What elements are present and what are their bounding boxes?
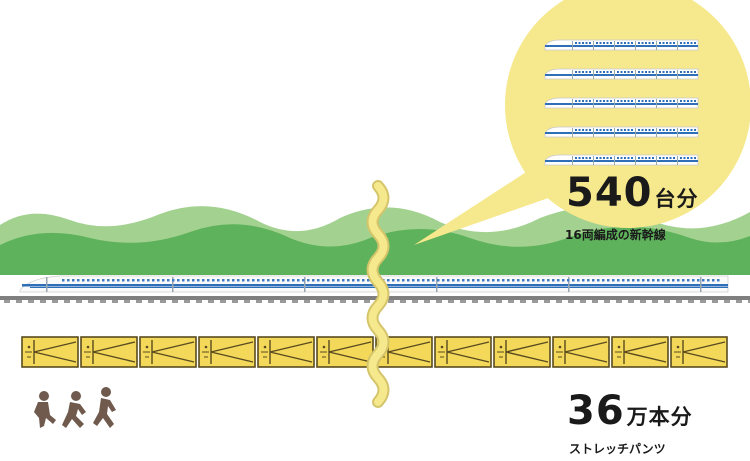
- folded-pants-icon: [198, 336, 256, 368]
- train-count-unit: 台分: [654, 187, 699, 211]
- mini-train-icon: [544, 126, 699, 138]
- train-count: 540台分: [566, 170, 699, 216]
- folded-pants-icon: [434, 336, 492, 368]
- folded-pants-icon: [139, 336, 197, 368]
- running-people-icon: [34, 387, 116, 428]
- train-caption: 16両編成の新幹線: [565, 228, 666, 242]
- folded-pants-icon: [80, 336, 138, 368]
- folded-pants-icon: [21, 336, 79, 368]
- pants-caption: ストレッチパンツ: [569, 442, 666, 456]
- wavy-break-line: [366, 180, 390, 408]
- folded-pants-icon: [611, 336, 669, 368]
- pants-count: 36万本分: [567, 388, 693, 434]
- folded-pants-icon: [670, 336, 728, 368]
- mini-train-icon: [544, 154, 699, 166]
- folded-pants-icon: [257, 336, 315, 368]
- mini-train-icon: [544, 97, 699, 109]
- bubble-train-stack: [544, 39, 699, 166]
- mini-train-icon: [544, 68, 699, 80]
- folded-pants-icon: [493, 336, 551, 368]
- pants-count-unit: 万本分: [626, 405, 693, 429]
- hills: [0, 206, 750, 275]
- folded-pants-icon: [552, 336, 610, 368]
- train-count-number: 540: [566, 170, 653, 216]
- pants-count-number: 36: [567, 388, 625, 434]
- speech-bubble: [414, 0, 750, 245]
- mini-train-icon: [544, 39, 699, 51]
- folded-pants-icon: [316, 336, 374, 368]
